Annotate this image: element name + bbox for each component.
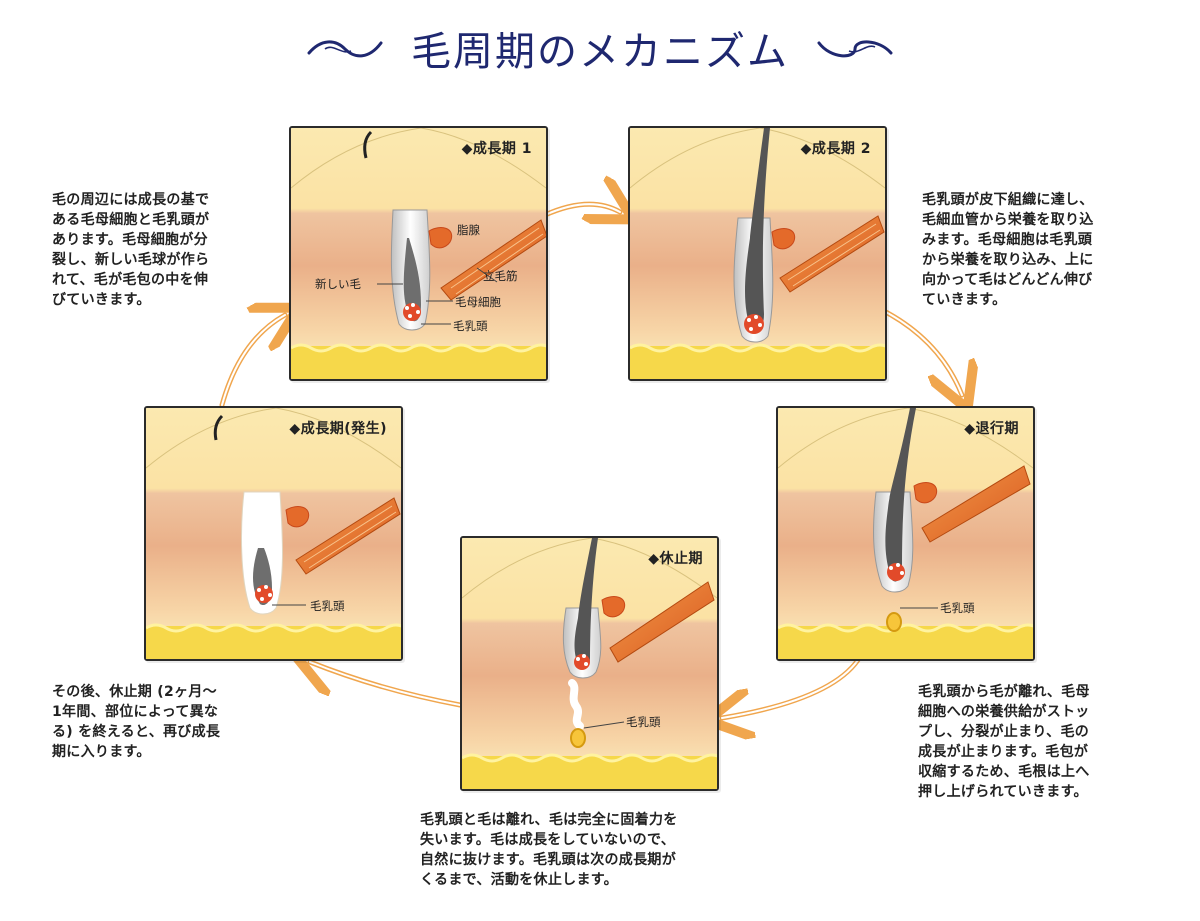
label-sebaceous-gland: 脂腺: [457, 223, 480, 237]
anagen-start-illustration: [146, 408, 401, 659]
panel-catagen: ◆退行期 毛乳頭: [776, 406, 1035, 661]
arrow-telogen-to-anagen: [310, 662, 463, 708]
right-swash-ornament: [817, 40, 893, 58]
left-swash-ornament: [307, 40, 383, 58]
label-dermal-papilla-anagen: 毛乳頭: [310, 599, 345, 613]
desc-anagen-start: その後、休止期 (2ヶ月～ 1年間、部位によって異な る) を終えると、再び成長…: [52, 684, 221, 760]
arrow-catagen-to-telogen: [722, 657, 861, 718]
desc-growth1: 毛の周辺には成長の基で ある毛母細胞と毛乳頭が あります。毛母細胞が分 裂し、新…: [52, 192, 210, 308]
stage-label-telogen: ◆休止期: [648, 551, 703, 567]
label-arrector-pili: 立毛筋: [483, 269, 518, 283]
growth2-illustration: [630, 128, 885, 379]
stage-label-catagen: ◆退行期: [964, 421, 1019, 437]
title-row: 毛周期のメカニズム: [0, 18, 1200, 78]
page-title: 毛周期のメカニズム: [411, 29, 789, 75]
label-new-hair: 新しい毛: [315, 277, 361, 291]
panel-growth1: ◆成長期 1 脂腺 立毛筋 新しい毛 毛母細胞 毛乳頭: [289, 126, 548, 381]
desc-catagen: 毛乳頭から毛が離れ、毛母 細胞への栄養供給がストッ プし、分裂が止まり、毛の 成…: [918, 684, 1090, 800]
label-dermal-papilla-telogen: 毛乳頭: [626, 715, 661, 729]
label-dermal-papilla: 毛乳頭: [453, 319, 488, 333]
growth1-illustration: [291, 128, 546, 379]
desc-telogen: 毛乳頭と毛は離れ、毛は完全に固着力を 失います。毛は成長をしていないので、 自然…: [420, 812, 678, 888]
panel-growth2: ◆成長期 2: [628, 126, 887, 381]
panel-telogen: ◆休止期 毛乳頭: [460, 536, 719, 791]
stage-label-growth2: ◆成長期 2: [800, 141, 871, 157]
arrow-growth1-to-growth2: [542, 204, 620, 215]
telogen-illustration: [462, 538, 717, 789]
arrow-growth2-to-catagen: [879, 307, 962, 395]
arrow-anagen-to-growth1: [219, 315, 285, 408]
label-matrix-cells: 毛母細胞: [455, 295, 501, 309]
stage-label-growth1: ◆成長期 1: [461, 141, 532, 157]
stage-label-anagen-start: ◆成長期(発生): [289, 421, 387, 437]
desc-growth2: 毛乳頭が皮下組織に達し、 毛細血管から栄養を取り込 みます。毛母細胞は毛乳頭 か…: [922, 192, 1094, 308]
panel-anagen-start: ◆成長期(発生) 毛乳頭: [144, 406, 403, 661]
catagen-illustration: [778, 408, 1033, 659]
label-dermal-papilla-catagen: 毛乳頭: [940, 601, 975, 615]
